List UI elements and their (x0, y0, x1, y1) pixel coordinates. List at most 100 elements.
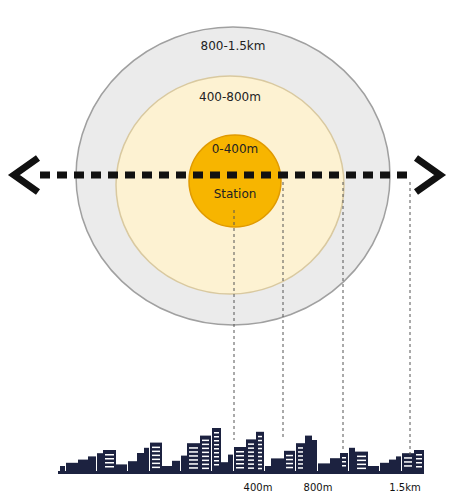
building-window (357, 464, 366, 466)
building (144, 448, 149, 472)
building-window (298, 463, 303, 465)
building-window (152, 455, 160, 457)
distance-ring: 400-800m 0-400mStation (115, 75, 345, 295)
building-window (189, 455, 198, 457)
building (330, 458, 340, 472)
building (228, 455, 233, 472)
building-window (342, 461, 346, 463)
distance-label: 1.5km (389, 482, 420, 493)
building-window (202, 448, 209, 450)
building (340, 453, 348, 472)
building-window (404, 465, 412, 467)
building-window (258, 464, 262, 466)
building-window (236, 451, 244, 453)
ring-label: 800-1.5km (201, 40, 266, 53)
building-window (286, 455, 293, 457)
building-window (236, 467, 244, 469)
building-window (248, 447, 254, 449)
axis-arrowhead (14, 158, 38, 192)
building-window (248, 451, 254, 453)
building-window (105, 454, 114, 456)
ring-label: 0-400m (212, 143, 259, 156)
building (284, 451, 295, 472)
building-window (189, 451, 198, 453)
building-window (298, 447, 303, 449)
building-window (258, 440, 262, 442)
building-window (248, 463, 254, 465)
building (305, 436, 312, 472)
building (97, 453, 103, 472)
building (396, 456, 401, 472)
building-window (248, 443, 254, 445)
building-window (416, 466, 422, 468)
building-window (189, 459, 198, 461)
distance-label: 400m (244, 482, 273, 493)
building-window (258, 468, 262, 470)
building-window (236, 463, 244, 465)
building-window (202, 464, 209, 466)
building-window (152, 463, 160, 465)
building (296, 443, 305, 472)
ring-outline (76, 27, 390, 325)
building-window (236, 455, 244, 457)
building-window (214, 448, 219, 450)
building-window (105, 458, 114, 460)
building (368, 466, 379, 472)
building-window (258, 460, 262, 462)
building-window (342, 465, 346, 467)
building-window (404, 457, 412, 459)
building-window (152, 447, 160, 449)
building (221, 462, 228, 472)
building-window (258, 452, 262, 454)
building-window (298, 459, 303, 461)
building (162, 466, 172, 472)
building-window (152, 459, 160, 461)
distance-ring: 800-1.5km 400-800m 0-400mStation (75, 26, 391, 326)
building-window (248, 459, 254, 461)
building (312, 440, 317, 472)
building-window (214, 444, 219, 446)
axis-arrowhead (416, 158, 440, 192)
building (318, 463, 330, 472)
building-window (214, 460, 219, 462)
building-window (258, 448, 262, 450)
building-window (258, 444, 262, 446)
building (265, 466, 271, 472)
building (380, 463, 389, 472)
building-window (342, 457, 346, 459)
leader-line (410, 182, 411, 458)
building-window (202, 452, 209, 454)
ring-label: 400-800m (199, 91, 261, 104)
building (181, 456, 187, 472)
building-window (189, 447, 198, 449)
ring-outline (116, 76, 344, 294)
building (200, 436, 211, 472)
building-window (286, 459, 293, 461)
building-window (105, 466, 114, 468)
building-window (214, 464, 219, 466)
building-window (298, 467, 303, 469)
building-window (189, 463, 198, 465)
building-window (258, 436, 262, 438)
building (355, 452, 368, 472)
building-window (236, 459, 244, 461)
building-window (214, 436, 219, 438)
building (402, 453, 414, 472)
building (78, 460, 88, 472)
building-window (248, 455, 254, 457)
building (212, 428, 221, 472)
building (187, 443, 200, 472)
building-window (202, 444, 209, 446)
building-window (214, 452, 219, 454)
building (116, 464, 127, 472)
ring-label: Station (214, 188, 257, 201)
building-window (214, 432, 219, 434)
building (349, 448, 355, 472)
building-window (214, 440, 219, 442)
building-window (248, 467, 254, 469)
station-circle: 0-400mStation (188, 134, 282, 228)
building-window (152, 467, 160, 469)
building-window (416, 462, 422, 464)
building-window (214, 456, 219, 458)
ground-line (58, 471, 424, 474)
